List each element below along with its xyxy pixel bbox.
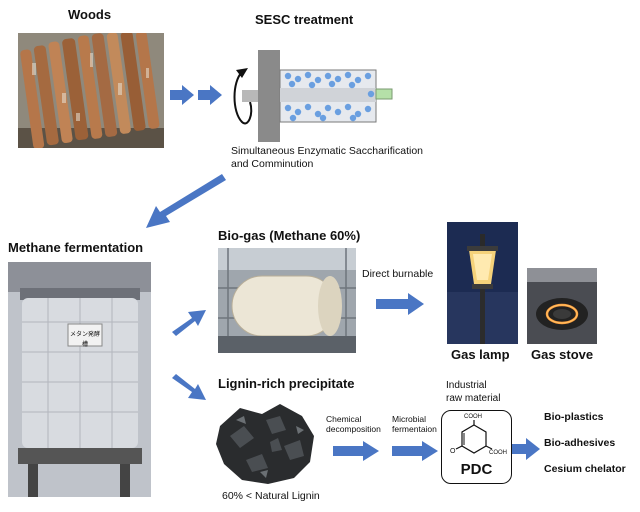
microbial-line1: Microbial (392, 414, 427, 424)
lignin-title: Lignin-rich precipitate (218, 376, 355, 391)
product-cesium-chelator: Cesium chelator (544, 463, 626, 475)
sesc-to-methane-arrow (146, 174, 226, 228)
gas-stove-label: Gas stove (531, 347, 594, 362)
chemical-decomposition-label: Chemical decomposition (326, 414, 381, 434)
industrial-line2: raw material (446, 393, 501, 404)
chemical-line1: Chemical (326, 414, 362, 424)
biogas-title: Bio-gas (Methane 60%) (218, 228, 361, 243)
gas-lamp-photo (447, 222, 518, 344)
microbial-line2: fermentaion (392, 424, 437, 434)
gas-lamp-label: Gas lamp (451, 347, 510, 362)
methane-to-biogas-arrow (172, 310, 206, 336)
products-list: Bio-plastics Bio-adhesives Cesium chelat… (544, 404, 626, 482)
product-bio-adhesives: Bio-adhesives (544, 437, 616, 449)
fermenter-tag-label: メタン発酵槽 (69, 332, 100, 348)
pdc-oxygen-label: O (450, 448, 456, 455)
sesc-caption-line2: and Comminution (231, 158, 314, 170)
chemical-line2: decomposition (326, 424, 381, 434)
methane-to-lignin-arrow (172, 374, 206, 400)
lignin-photo (210, 396, 322, 488)
woods-to-sesc-arrow (170, 85, 222, 105)
sesc-caption-line1: Simultaneous Enzymatic Saccharification (231, 145, 424, 157)
sesc-apparatus-diagram (233, 50, 393, 142)
pdc-structure-diagram (455, 420, 493, 454)
biogas-bag-photo (218, 248, 356, 353)
woods-photo (18, 33, 164, 148)
pdc-cooh-top: COOH (464, 414, 482, 420)
industrial-raw-material-label: Industrial raw material (446, 379, 500, 405)
pdc-to-products-arrow (512, 438, 540, 460)
sesc-caption: Simultaneous Enzymatic Saccharification … (231, 145, 423, 171)
direct-burnable-label: Direct burnable (362, 268, 434, 280)
biogas-to-lamp-arrow (376, 293, 424, 315)
industrial-line1: Industrial (446, 380, 487, 391)
pdc-box: COOH COOH O PDC (441, 410, 512, 484)
product-bio-plastics: Bio-plastics (544, 411, 604, 423)
pdc-cooh-right: COOH (489, 450, 507, 456)
microbial-fermentation-label: Microbial fermentaion (392, 414, 437, 434)
sesc-title: SESC treatment (255, 12, 354, 27)
natural-lignin-label: 60% < Natural Lignin (222, 490, 320, 502)
gas-stove-photo (527, 268, 597, 344)
woods-title: Woods (68, 7, 112, 22)
methane-title: Methane fermentation (8, 240, 144, 255)
lignin-to-microbial-arrow (333, 441, 379, 461)
pdc-label: PDC (460, 461, 493, 478)
fermenter-photo: メタン発酵槽 (8, 262, 151, 497)
microbial-to-pdc-arrow (392, 441, 438, 461)
